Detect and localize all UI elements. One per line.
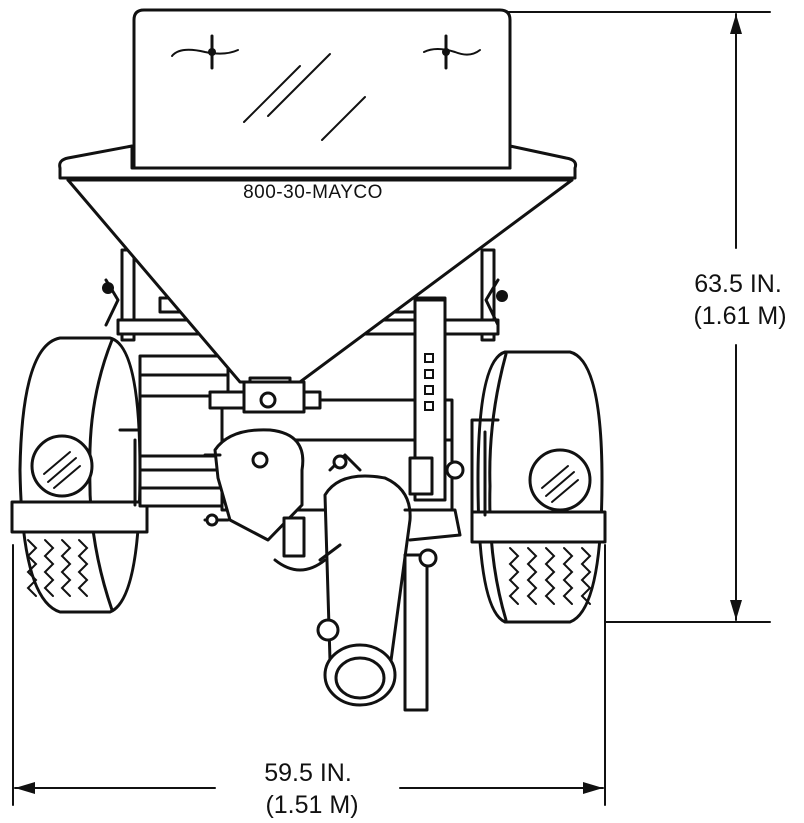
left-wheel: [18, 336, 142, 614]
height-arrow-down: [730, 600, 742, 620]
width-label-metric: (1.51 M): [265, 791, 358, 819]
fenders: [10, 418, 607, 544]
right-lid-latch: [423, 34, 481, 70]
hopper-lid: [132, 8, 512, 170]
width-arrow-left: [15, 782, 35, 794]
right-wheel: [476, 350, 604, 624]
lid-glare-3: [321, 96, 366, 141]
height-dimension: 63.5 IN. (1.61 M): [504, 11, 787, 623]
post-clamp: [408, 456, 434, 496]
tongue: [403, 508, 462, 712]
hopper-label: 800-30-MAYCO: [243, 182, 383, 203]
right-tread: [508, 547, 592, 605]
height-arrow-up: [730, 14, 742, 34]
width-label-imperial: 59.5 IN.: [264, 759, 352, 787]
lid-panel: [132, 8, 512, 170]
left-tread: [26, 539, 89, 597]
lid-glare-1: [243, 65, 301, 123]
width-arrow-right: [583, 782, 603, 794]
right-fender-bar: [470, 510, 607, 544]
manifold-elbow: [213, 428, 305, 542]
manifold-clamp: [282, 516, 306, 558]
height-label-imperial: 63.5 IN.: [694, 270, 782, 298]
engine-block: [138, 394, 224, 458]
tow-post: [408, 298, 465, 502]
left-hub: [30, 434, 94, 498]
kickstand: [403, 553, 429, 712]
outlet-cone: [323, 474, 412, 670]
left-fender-bar: [10, 500, 149, 534]
left-lid-latch: [171, 34, 239, 70]
pump-manifold: [203, 380, 327, 572]
engine-base: [138, 454, 224, 508]
lid-glare-2: [267, 53, 331, 117]
right-hub: [528, 448, 592, 512]
outlet-hose: [316, 453, 412, 707]
engine: [138, 354, 230, 508]
side-handles: [102, 278, 508, 327]
width-dimension: 59.5 IN. (1.51 M): [12, 544, 606, 819]
height-label-metric: (1.61 M): [693, 302, 786, 330]
